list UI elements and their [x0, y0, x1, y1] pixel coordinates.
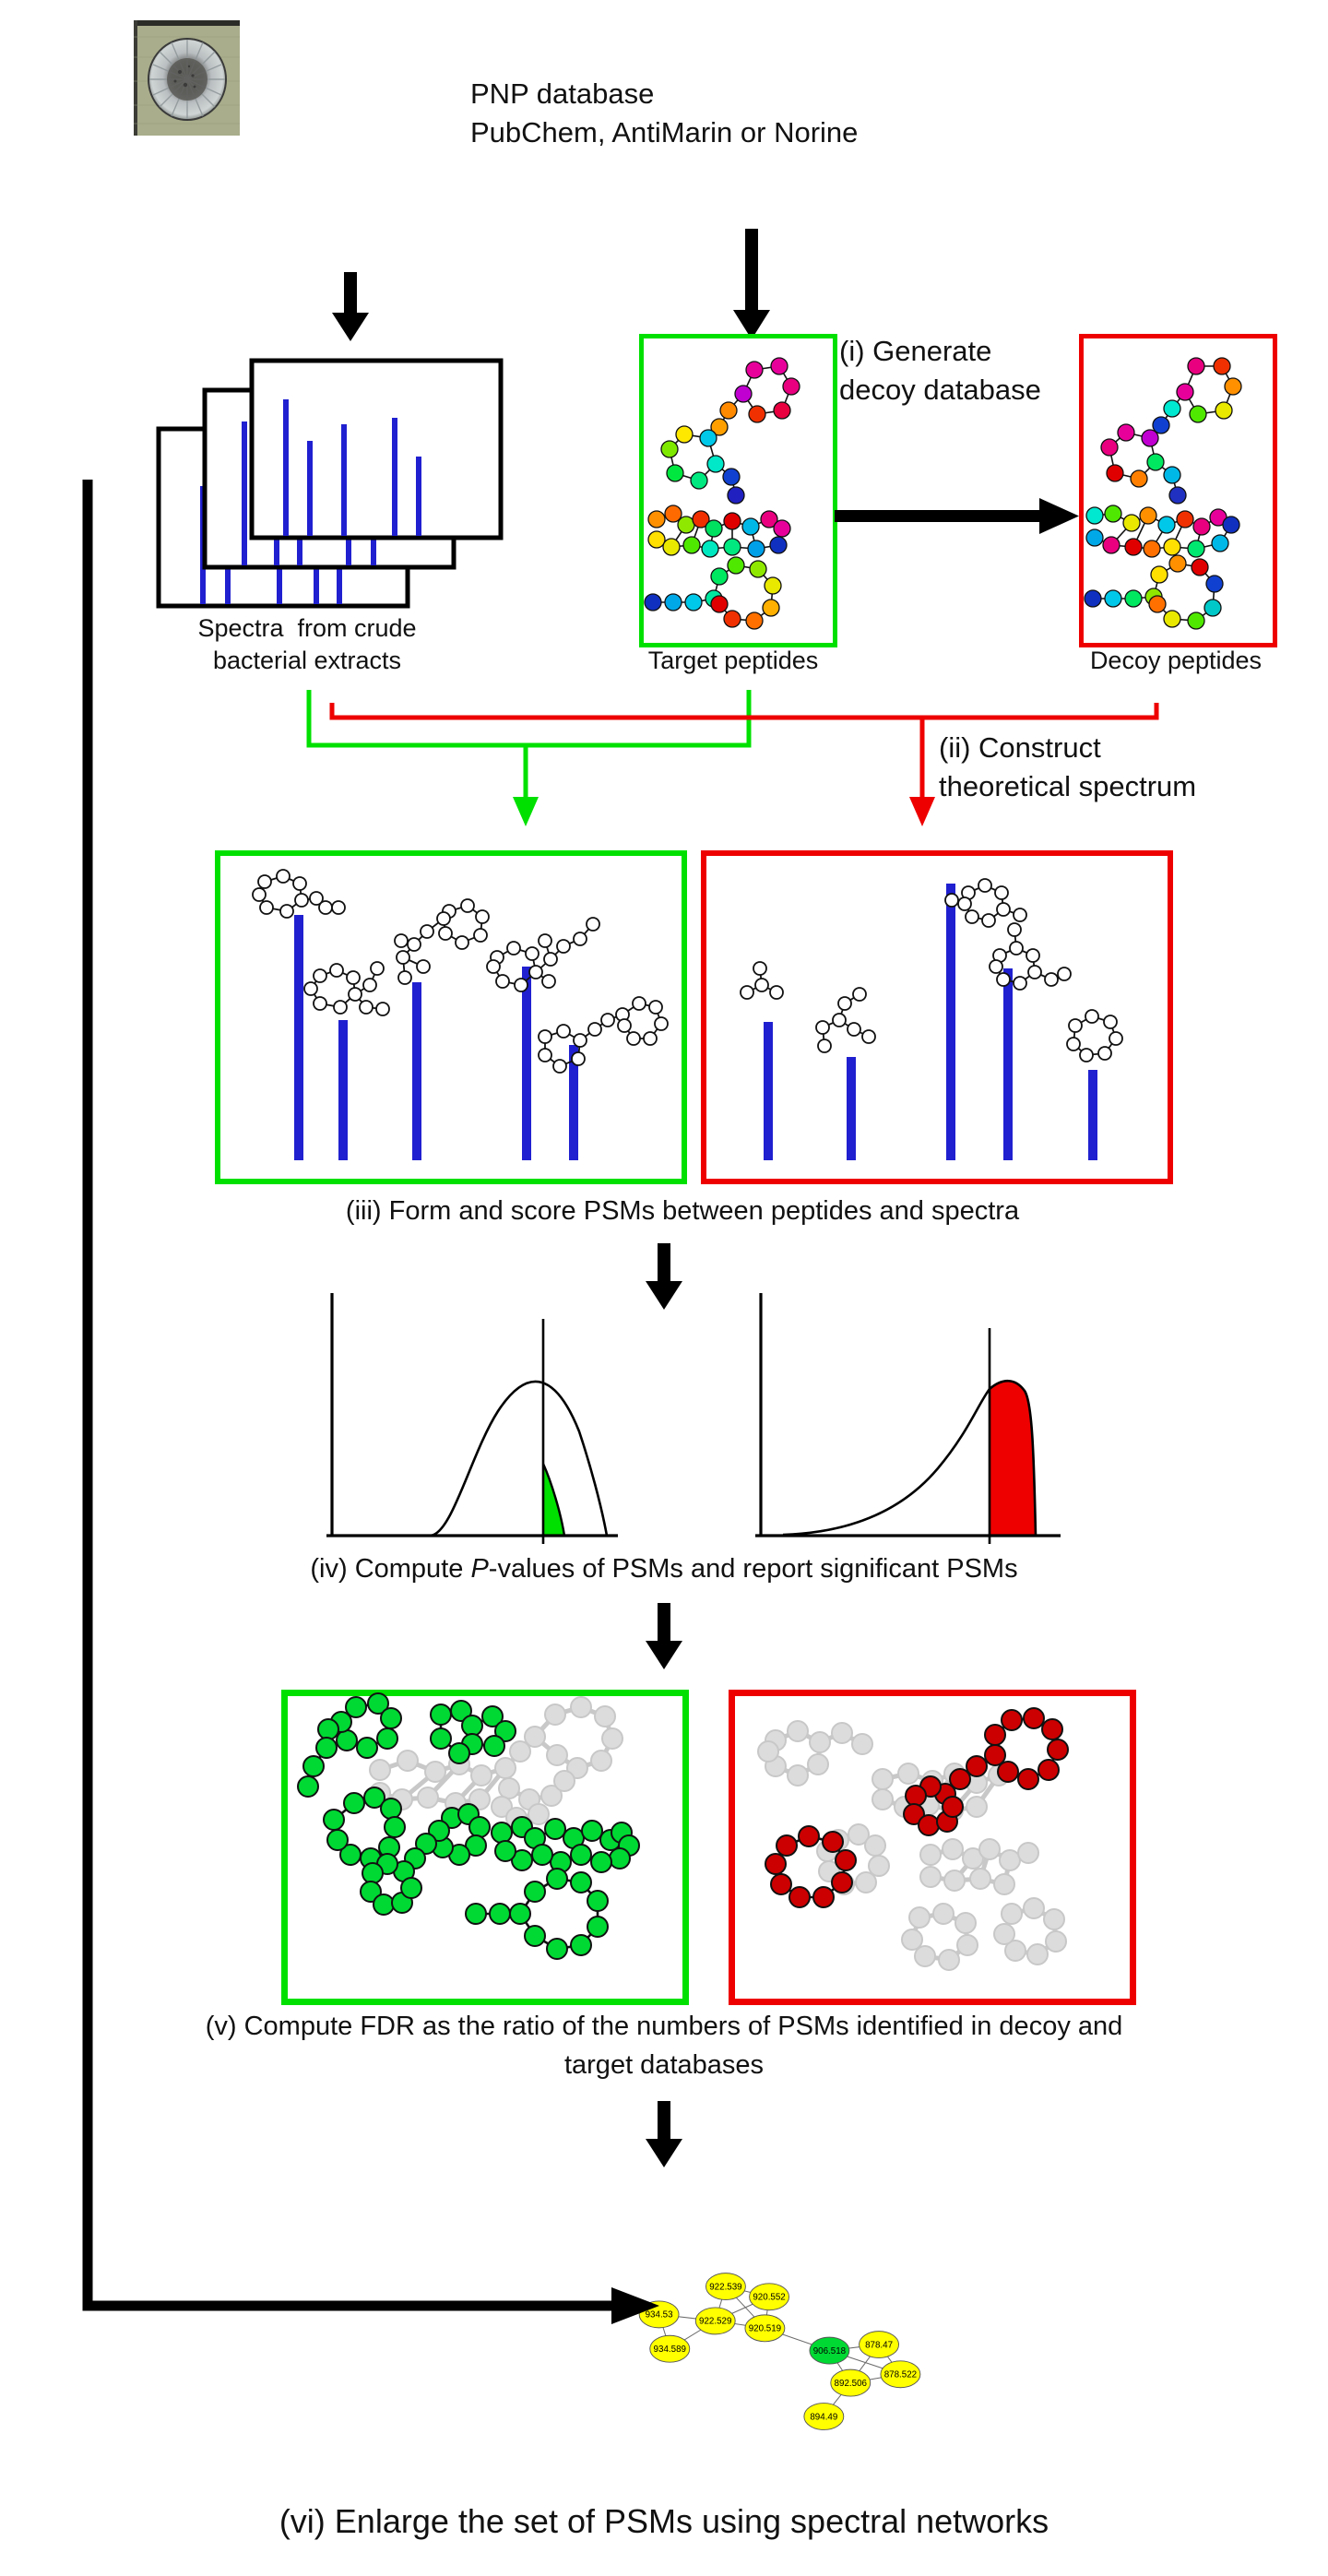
crude-spectra-stack: [156, 346, 553, 613]
arrow-fdr-to-network: [646, 2101, 682, 2167]
network-node[interactable]: 920.519: [744, 2314, 786, 2343]
arrow-photo-to-spectra: [332, 272, 369, 341]
target-identified-box: [281, 1690, 689, 2005]
step-iii-caption: (iii) Form and score PSMs between peptid…: [345, 1196, 1020, 1226]
network-node-ellipse: [859, 2331, 899, 2358]
network-node-label: 878.522: [884, 2370, 917, 2380]
arrow-database-to-target: [733, 229, 770, 339]
network-node-label: 906.518: [813, 2346, 847, 2356]
network-node-label: 920.519: [749, 2324, 781, 2334]
network-node-label: 922.539: [709, 2282, 741, 2292]
arrow-psm-to-pvalue: [646, 1243, 682, 1310]
network-node-ellipse: [706, 2273, 746, 2300]
decoy-identified-box: [729, 1690, 1136, 2005]
network-node[interactable]: 892.506: [830, 2368, 872, 2397]
network-node-label: 920.552: [753, 2293, 785, 2303]
step-i-label-line2: decoy database: [839, 374, 1041, 406]
network-node-ellipse: [880, 2360, 921, 2389]
step-iv-caption: (iv) Compute P-values of PSMs and report…: [166, 1553, 1162, 1585]
feedback-loop-arrow: [69, 480, 678, 2333]
decoy-peptides-label: Decoy peptides: [1089, 647, 1263, 674]
step-iv-post: -values of PSMs and report significant P…: [488, 1554, 1018, 1584]
network-node-label: 934.53: [646, 2310, 674, 2321]
network-node-ellipse: [694, 2307, 736, 2335]
network-node-ellipse: [649, 2334, 691, 2363]
decoy-pvalue-plot: [742, 1293, 1093, 1544]
arrow-target-to-decoy: [835, 498, 1079, 535]
step-v-caption-line1: (v) Compute FDR as the ratio of the numb…: [205, 2012, 1123, 2041]
network-node-label: 894.49: [810, 2412, 837, 2422]
network-node[interactable]: 922.539: [706, 2273, 746, 2300]
step-iv-pre: (iv) Compute: [310, 1554, 471, 1584]
target-peptides-box: [639, 334, 837, 647]
network-node[interactable]: 878.47: [859, 2331, 899, 2358]
target-peptides-label: Target peptides: [647, 647, 819, 674]
step-v-caption-line2: target databases: [563, 2050, 765, 2080]
network-node-label: 878.47: [865, 2340, 893, 2350]
spectra-label-line2: bacterial extracts: [212, 647, 402, 674]
step-ii-label-line2: theoretical spectrum: [939, 770, 1197, 802]
target-pvalue-plot: [314, 1293, 655, 1544]
network-node-label: 922.529: [699, 2317, 731, 2327]
target-psm-box: [215, 850, 687, 1184]
network-node[interactable]: 920.552: [749, 2283, 789, 2311]
bacterial-colony-photo: [134, 20, 240, 136]
step-ii-label-line1: (ii) Construct: [939, 731, 1101, 764]
spectral-network: 922.539 920.552 934.53 922.529 920.519 934.58…: [544, 2167, 931, 2536]
pnp-database-label-line1: PNP database: [470, 77, 655, 110]
arrow-pvalue-to-fdr: [646, 1603, 682, 1669]
step-vi-caption: (vi) Enlarge the set of PSMs using spect…: [279, 2502, 1049, 2540]
network-node-ellipse: [744, 2314, 786, 2343]
network-node-ellipse: [749, 2283, 789, 2311]
network-node[interactable]: 878.522: [880, 2360, 921, 2389]
network-node[interactable]: 922.529: [694, 2307, 736, 2335]
network-node-ellipse: [830, 2368, 872, 2397]
network-node-ellipse: [809, 2336, 850, 2365]
spectra-label-line1: Spectra from crude: [197, 614, 417, 642]
pnp-database-label-line2: PubChem, AntiMarin or Norine: [470, 116, 859, 148]
decoy-peptides-box: [1079, 334, 1277, 647]
connector-bus: [65, 646, 1282, 849]
step-i-label-line1: (i) Generate: [839, 335, 992, 367]
network-node-ellipse: [803, 2403, 845, 2430]
decoy-psm-box: [701, 850, 1173, 1184]
network-node[interactable]: 894.49: [803, 2403, 845, 2430]
network-node[interactable]: 906.518: [809, 2336, 850, 2365]
network-node-label: 934.589: [654, 2345, 686, 2355]
network-node-label: 892.506: [835, 2379, 868, 2389]
network-node[interactable]: 934.589: [649, 2334, 691, 2363]
step-iv-emphasis: P: [470, 1554, 489, 1584]
